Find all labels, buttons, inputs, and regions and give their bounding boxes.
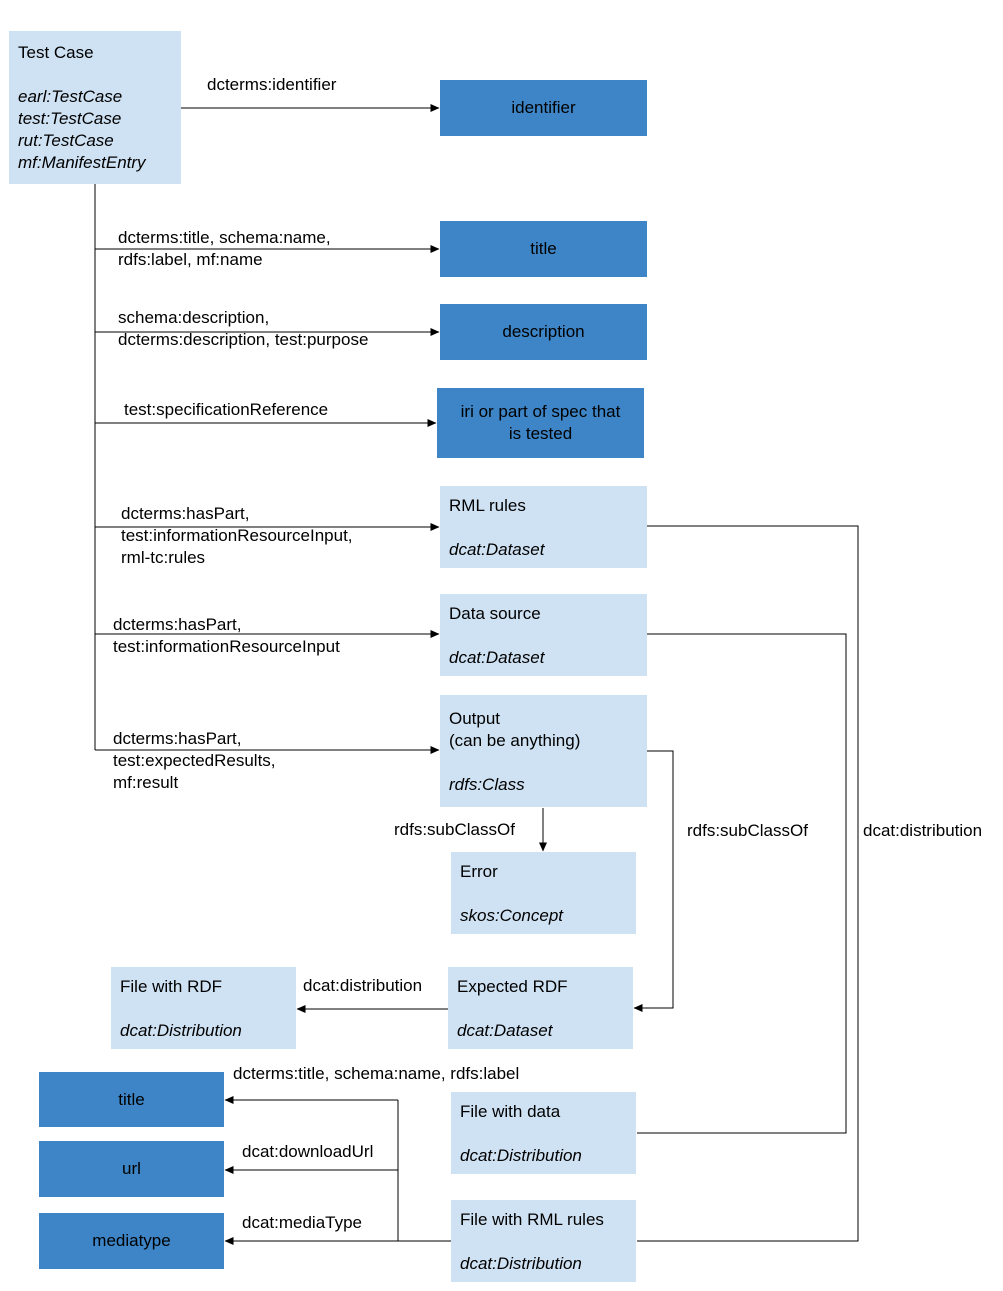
node-identifier: identifier (440, 80, 647, 136)
node-data-source-name: Data source (449, 604, 541, 623)
node-error-name: Error (460, 862, 498, 881)
node-description-text: description (502, 322, 585, 341)
edge-label-dist-mediatype: dcat:mediaType (242, 1213, 363, 1232)
edge-line-rml-to-file (637, 525, 859, 1242)
node-identifier-text: identifier (511, 98, 576, 117)
node-test-case: Test Case earl:TestCase test:TestCase ru… (9, 31, 181, 184)
node-spec-reference: iri or part of spec that is tested (437, 388, 644, 458)
node-description: description (440, 304, 647, 360)
node-output-name: Output (can be anything) (449, 709, 581, 750)
edge-line-data-to-file (637, 633, 847, 1134)
node-title: title (440, 221, 647, 277)
edge-label-error-subclass: rdfs:subClassOf (394, 820, 515, 839)
edge-label-spec: test:specificationReference (124, 400, 329, 419)
node-spec-reference-text: iri or part of spec that is tested (460, 402, 621, 443)
node-file-with-rml-rules: File with RML rules dcat:Distribution (451, 1200, 636, 1282)
node-expected-rdf-name: Expected RDF (457, 977, 568, 996)
node-file-with-rdf: File with RDF dcat:Distribution (111, 967, 296, 1049)
edge-label-identifier: dcterms:identifier (207, 75, 337, 94)
node-file-with-rdf-type: dcat:Distribution (120, 1021, 242, 1040)
edge-label-description: schema:description, dcterms:description,… (118, 308, 369, 349)
node-title-text: title (530, 239, 557, 258)
node-dist-url-text: url (122, 1159, 141, 1178)
node-rml-rules: RML rules dcat:Dataset (440, 486, 647, 568)
node-data-source: Data source dcat:Dataset (440, 594, 647, 676)
node-dist-title-text: title (118, 1089, 145, 1109)
edge-label-dist-url: dcat:downloadUrl (242, 1142, 374, 1161)
node-test-case-type-4: mf:ManifestEntry (18, 153, 146, 172)
node-data-source-type: dcat:Dataset (449, 648, 545, 667)
edge-line-dist-properties (397, 1100, 451, 1242)
node-output: Output (can be anything) rdfs:Class (440, 695, 647, 807)
node-dist-title: title (39, 1072, 224, 1127)
node-file-with-data: File with data dcat:Distribution (451, 1092, 636, 1174)
node-test-case-type-1: earl:TestCase (18, 87, 123, 106)
edge-label-title: dcterms:title, schema:name, rdfs:label, … (118, 228, 331, 269)
node-rml-rules-type: dcat:Dataset (449, 540, 545, 559)
node-test-case-name: Test Case (18, 43, 94, 62)
edge-label-dcat-distribution-rdf: dcat:distribution (303, 976, 423, 995)
node-dist-mediatype: mediatype (39, 1213, 224, 1269)
node-test-case-type-2: test:TestCase (18, 109, 122, 128)
node-error-type: skos:Concept (460, 906, 563, 925)
node-file-with-rml-rules-type: dcat:Distribution (460, 1254, 582, 1273)
edge-label-dcat-distribution-right: dcat:distribution (863, 821, 983, 840)
node-dist-mediatype-text: mediatype (92, 1231, 171, 1250)
node-output-type: rdfs:Class (449, 775, 525, 794)
node-rml-rules-name: RML rules (449, 496, 526, 515)
edge-label-data-source: dcterms:hasPart, test:informationResourc… (113, 615, 340, 656)
node-error: Error skos:Concept (451, 852, 636, 934)
edge-line-expected-subclass (633, 750, 674, 1012)
node-expected-rdf: Expected RDF dcat:Dataset (448, 967, 633, 1049)
node-file-with-rml-rules-name: File with RML rules (460, 1210, 604, 1229)
edge-label-rml-rules: dcterms:hasPart, test:informationResourc… (121, 504, 353, 567)
edge-label-expected-subclass: rdfs:subClassOf (687, 821, 808, 840)
node-file-with-data-name: File with data (460, 1102, 561, 1121)
node-dist-url: url (39, 1141, 224, 1197)
node-test-case-type-3: rut:TestCase (18, 131, 114, 150)
node-file-with-data-type: dcat:Distribution (460, 1146, 582, 1165)
node-expected-rdf-type: dcat:Dataset (457, 1021, 553, 1040)
node-file-with-rdf-name: File with RDF (120, 977, 223, 996)
edge-label-output: dcterms:hasPart, test:expectedResults, m… (113, 729, 276, 792)
edge-label-dist-title: dcterms:title, schema:name, rdfs:label (233, 1064, 520, 1083)
